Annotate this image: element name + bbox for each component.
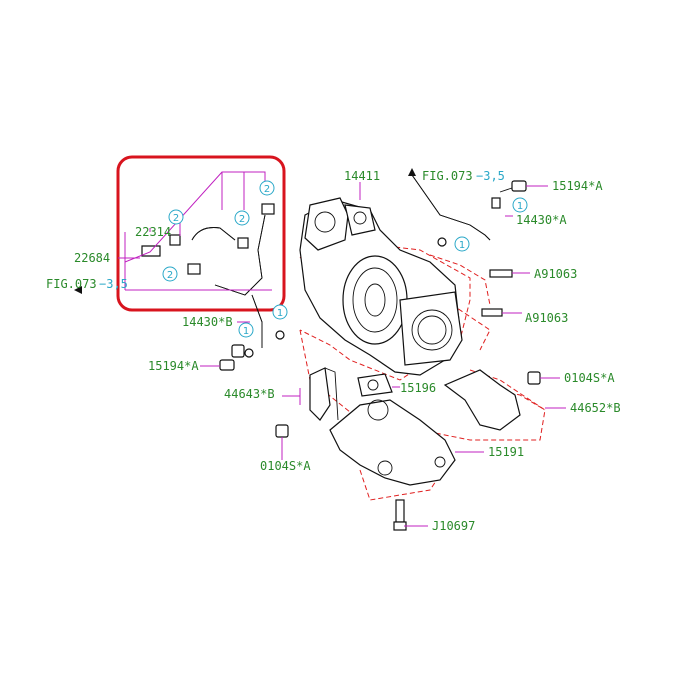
svg-text:1: 1 bbox=[277, 308, 283, 319]
label-14411[interactable]: 14411 bbox=[344, 169, 380, 183]
highlight-box[interactable] bbox=[116, 155, 286, 312]
label-15191[interactable]: 15191 bbox=[488, 445, 524, 459]
stud-a91063[interactable] bbox=[481, 269, 513, 317]
heat-shield-44652b[interactable] bbox=[443, 369, 521, 431]
label-44652b[interactable]: 44652*B bbox=[570, 401, 621, 415]
bracket-44643b[interactable] bbox=[309, 367, 339, 421]
bolt-15194a-left[interactable] bbox=[219, 348, 254, 371]
label-fig-top-ref[interactable]: −3,5 bbox=[476, 169, 505, 183]
callout-1-d: 1 bbox=[238, 322, 254, 338]
callout-2-a: 2 bbox=[168, 209, 184, 225]
label-14430b[interactable]: 14430*B bbox=[182, 315, 233, 329]
exhaust-pipe-15191[interactable] bbox=[329, 399, 456, 486]
svg-text:1: 1 bbox=[517, 201, 523, 212]
svg-text:2: 2 bbox=[173, 213, 179, 224]
label-fig-left-ref[interactable]: −3,5 bbox=[99, 277, 128, 291]
svg-text:1: 1 bbox=[243, 326, 249, 337]
label-0104sa-right[interactable]: 0104S*A bbox=[564, 371, 615, 385]
callout-2-d: 2 bbox=[162, 266, 178, 282]
label-0104sa-left[interactable]: 0104S*A bbox=[260, 459, 311, 473]
fig-arrows bbox=[74, 168, 416, 294]
label-a91063-1[interactable]: A91063 bbox=[534, 267, 577, 281]
svg-text:2: 2 bbox=[167, 270, 173, 281]
oil-pipe-a[interactable] bbox=[411, 174, 501, 247]
label-15194a-top[interactable]: 15194*A bbox=[552, 179, 603, 193]
label-fig-left[interactable]: FIG.073 bbox=[46, 277, 97, 291]
bolt-0104sa-right[interactable] bbox=[527, 371, 541, 385]
label-44643b[interactable]: 44643*B bbox=[224, 387, 275, 401]
label-14430a[interactable]: 14430*A bbox=[516, 213, 567, 227]
water-hose-group[interactable] bbox=[141, 203, 275, 296]
label-a91063-2[interactable]: A91063 bbox=[525, 311, 568, 325]
svg-text:1: 1 bbox=[459, 240, 465, 251]
label-j10697[interactable]: J10697 bbox=[432, 519, 475, 533]
oil-pipe-b[interactable] bbox=[231, 294, 285, 358]
label-22314[interactable]: 22314 bbox=[135, 225, 171, 239]
svg-text:2: 2 bbox=[239, 214, 245, 225]
gasket-15196[interactable] bbox=[357, 373, 393, 397]
label-15196[interactable]: 15196 bbox=[400, 381, 436, 395]
leader-lines bbox=[118, 171, 566, 527]
callout-1-a: 1 bbox=[454, 236, 470, 252]
svg-text:2: 2 bbox=[264, 184, 270, 195]
callout-2-b: 2 bbox=[234, 210, 250, 226]
label-22684[interactable]: 22684 bbox=[74, 251, 110, 265]
callout-1-b: 1 bbox=[512, 197, 528, 213]
turbocharger-body[interactable] bbox=[299, 197, 463, 376]
bolt-0104sa-left[interactable] bbox=[275, 424, 289, 438]
label-fig-top[interactable]: FIG.073 bbox=[422, 169, 473, 183]
label-15194a-left[interactable]: 15194*A bbox=[148, 359, 199, 373]
callout-1-c: 1 bbox=[272, 304, 288, 320]
callout-2-c: 2 bbox=[259, 180, 275, 196]
